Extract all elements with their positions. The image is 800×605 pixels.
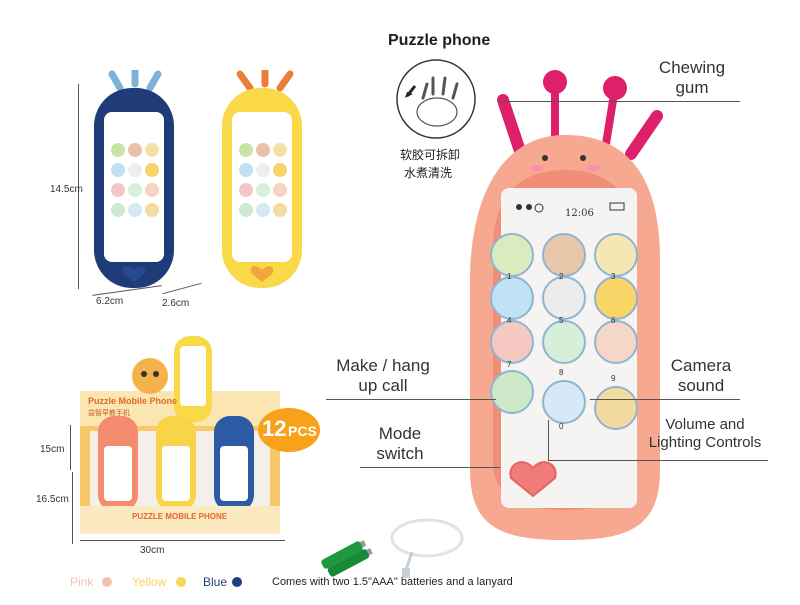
callout-chewing-gum: Chewing gum	[652, 58, 732, 98]
callout-camera-line2: sound	[677, 376, 725, 395]
color-pink-label: Pink	[70, 575, 94, 589]
callout-mode: Mode switch	[370, 424, 430, 464]
key-pig[interactable]	[594, 320, 638, 364]
key-num-8: 8	[559, 368, 564, 377]
key-num-1: 1	[507, 272, 512, 281]
color-options: Pink Yellow Blue	[70, 575, 270, 591]
callout-make-hang: Make / hang up call	[328, 356, 438, 396]
detail-note-2: 水煮清洗	[404, 166, 453, 180]
color-blue-label: Blue	[203, 575, 228, 589]
key-num-5: 5	[559, 316, 564, 325]
box-front-label: PUZZLE MOBILE PHONE	[132, 512, 228, 521]
pcs-unit: PCS	[288, 423, 317, 439]
dim-height-label: 14.5cm	[50, 184, 83, 195]
small-phones-group	[80, 66, 330, 310]
key-camera[interactable]	[594, 386, 638, 430]
key-car[interactable]	[490, 276, 534, 320]
blue-phone	[94, 66, 174, 288]
key-cat[interactable]	[542, 276, 586, 320]
callout-volume-line2: Lighting Controls	[648, 434, 762, 451]
callout-mode-line1: Mode	[378, 424, 422, 443]
accessories-illustration	[312, 510, 472, 580]
callout-volume: Volume and Lighting Controls	[640, 416, 770, 452]
callout-volume-line1: Volume and	[665, 416, 745, 433]
callout-mode-line2: switch	[376, 444, 424, 463]
display-box: Puzzle Mobile Phone 益智早教手机 PUZZLE MOBILE…	[70, 336, 330, 546]
accessories-text: Comes with two 1.5"AAA" batteries and a …	[272, 576, 513, 588]
small-phones-illustration	[94, 66, 302, 288]
key-num-9: 9	[611, 374, 616, 383]
key-stethoscope[interactable]	[542, 380, 586, 424]
page-title: Puzzle phone	[388, 32, 491, 49]
key-num-4: 4	[507, 316, 512, 325]
callout-make-hang-line1: Make / hang	[336, 356, 430, 375]
pcs-badge: 12 PCS	[256, 405, 322, 455]
yellow-phone	[222, 66, 302, 288]
box-title: Puzzle Mobile Phone	[88, 396, 178, 406]
display-box-illustration	[80, 336, 280, 534]
key-chat[interactable]	[542, 320, 586, 364]
box-subtitle: 益智早教手机	[88, 410, 130, 417]
color-yellow-swatch	[176, 577, 186, 587]
color-blue-swatch	[232, 577, 242, 587]
detail-note-1: 软胶可拆卸	[400, 148, 461, 162]
callout-camera-line1: Camera	[670, 356, 732, 375]
dim-depth-label: 2.6cm	[162, 298, 190, 309]
dim-width-label: 6.2cm	[96, 296, 124, 307]
key-sun[interactable]	[594, 276, 638, 320]
dim-box-front: 15cm	[40, 444, 65, 455]
key-moon[interactable]	[594, 233, 638, 277]
detail-circle	[395, 58, 477, 140]
main-phone: 12:06 1 2 3 4 5 6 7 8 9 0	[455, 60, 695, 600]
color-yellow-label: Yellow	[132, 575, 167, 589]
key-num-3: 3	[611, 272, 616, 281]
key-num-2: 2	[559, 272, 564, 281]
dim-box-width: 30cm	[140, 545, 165, 556]
callout-chewing-gum-line1: Chewing	[658, 58, 726, 77]
key-num-6: 6	[611, 316, 616, 325]
screen-time: 12:06	[565, 208, 594, 219]
callout-camera: Camera sound	[665, 356, 737, 396]
color-pink-swatch	[102, 577, 112, 587]
callout-make-hang-line2: up call	[358, 376, 408, 395]
key-num-7: 7	[507, 360, 512, 369]
dim-box-back: 16.5cm	[36, 494, 69, 505]
key-num-0: 0	[559, 422, 564, 431]
keypad: 1 2 3 4 5 6 7 8 9 0	[485, 228, 655, 508]
pcs-count: 12	[262, 416, 287, 441]
key-music[interactable]	[490, 233, 534, 277]
key-bell[interactable]	[490, 320, 534, 364]
key-piano[interactable]	[542, 233, 586, 277]
key-call[interactable]	[490, 370, 534, 414]
callout-chewing-gum-line2: gum	[675, 78, 709, 97]
